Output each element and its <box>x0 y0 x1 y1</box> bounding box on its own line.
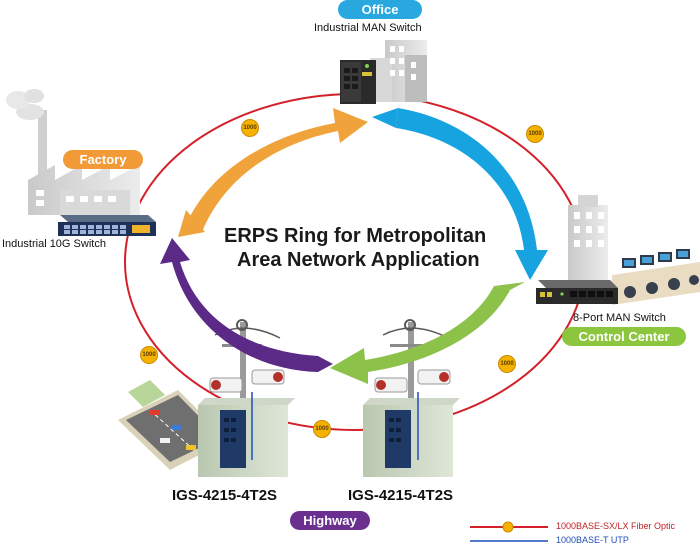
label-industrial-man-switch: Industrial MAN Switch <box>314 22 422 34</box>
arrow-control-highway <box>330 282 525 384</box>
legend-fiber-line <box>470 521 548 533</box>
label-igs-left: IGS-4215-4T2S <box>172 487 278 504</box>
link-badge-right: 1000 <box>498 355 516 373</box>
industrial-10g-switch-icon <box>58 215 156 236</box>
industrial-man-switch-icon <box>340 60 376 104</box>
ip-camera-left-icon <box>209 369 285 393</box>
site-label-control-center: Control Center <box>562 327 686 346</box>
link-badge-top-right: 1000 <box>526 125 544 143</box>
diagram-title-line1: ERPS Ring for Metropolitan <box>224 225 487 247</box>
operator-desks-icon <box>612 249 700 305</box>
ip-camera-right-icon <box>374 369 451 393</box>
cabinet-right-icon <box>363 392 460 477</box>
arrow-highway-factory <box>160 238 333 372</box>
site-label-factory: Factory <box>63 150 143 169</box>
label-industrial-10g-switch: Industrial 10G Switch <box>2 238 106 250</box>
legend-fiber-label: 1000BASE-SX/LX Fiber Optic <box>556 521 676 531</box>
legend-utp-label: 1000BASE-T UTP <box>556 535 629 545</box>
8-port-man-switch-icon <box>536 280 618 304</box>
office-building-icon <box>370 40 427 102</box>
factory-building-icon <box>6 89 140 215</box>
cabinet-left-icon <box>198 392 295 477</box>
label-8-port-man-switch: 8-Port MAN Switch <box>573 312 666 324</box>
arrow-office-control <box>372 108 548 280</box>
link-badge-left: 1000 <box>140 346 158 364</box>
site-label-highway: Highway <box>290 511 370 530</box>
link-badge-bottom: 1000 <box>313 420 331 438</box>
link-badge-top-left: 1000 <box>241 119 259 137</box>
site-label-office: Office <box>338 0 422 19</box>
label-igs-right: IGS-4215-4T2S <box>348 487 454 504</box>
arrow-factory-office <box>178 108 368 237</box>
diagram-title-line2: Area Network Application <box>237 249 480 271</box>
